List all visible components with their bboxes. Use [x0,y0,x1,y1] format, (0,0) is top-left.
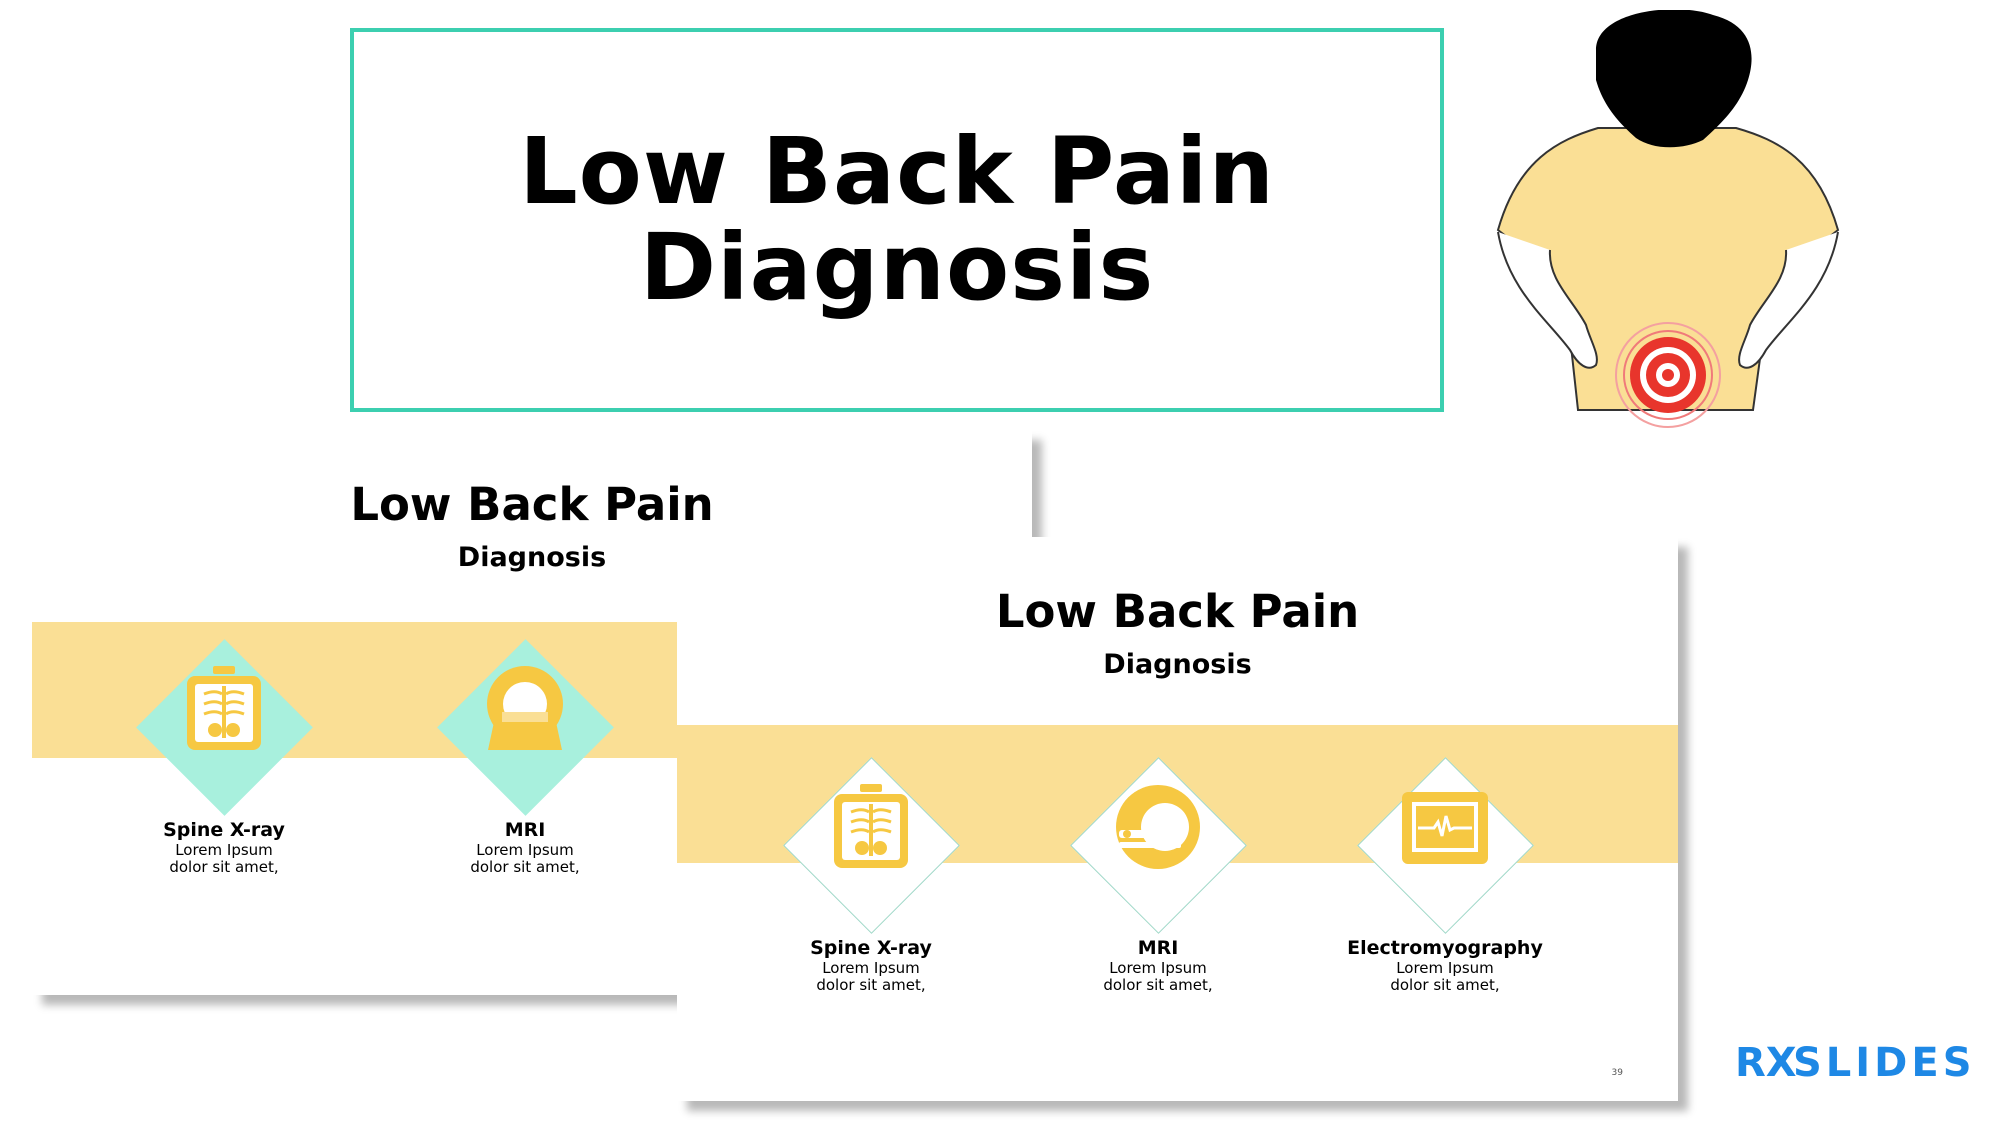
emg-monitor-icon [1402,792,1488,864]
item-desc-line2: dolor sit amet, [1390,976,1500,994]
item-desc-line2: dolor sit amet, [470,858,580,876]
mri-icon [487,666,563,750]
main-title-line1: Low Back Pain [519,118,1275,225]
slide-subtitle: Diagnosis [457,542,607,573]
mri-icon [1116,785,1200,869]
diagnosis-item-spine-xray: Spine X-ray Lorem Ipsum dolor sit amet, [731,757,1011,994]
item-label: Electromyography [1347,937,1543,959]
diagnosis-item-mri: MRI Lorem Ipsum dolor sit amet, [385,639,665,876]
item-desc-line1: Lorem Ipsum [175,841,273,859]
item-desc-line2: dolor sit amet, [169,858,279,876]
slide-title: Low Back Pain [995,585,1360,638]
item-label: Spine X-ray [810,937,932,959]
main-title-line2: Diagnosis [639,214,1155,321]
item-desc-line1: Lorem Ipsum [476,841,574,859]
slide-subtitle: Diagnosis [1103,649,1252,680]
pain-target-icon [1615,322,1721,428]
rxslides-logo: RX SLIDES [1735,1040,1976,1086]
item-label: MRI [1137,937,1179,959]
brand-name: SLIDES [1793,1040,1976,1086]
xray-icon [834,784,908,868]
item-label: Spine X-ray [163,819,285,841]
title-box: Low Back Pain Diagnosis [350,28,1444,412]
item-desc-line1: Lorem Ipsum [1396,959,1494,977]
xray-icon [187,666,261,750]
item-label: MRI [504,819,546,841]
item-desc-line2: dolor sit amet, [1103,976,1213,994]
diagnosis-item-mri: MRI Lorem Ipsum dolor sit amet, [1018,757,1298,994]
diagnosis-item-spine-xray: Spine X-ray Lorem Ipsum dolor sit amet, [84,639,364,876]
slide-preview-front: Low Back Pain Diagnosis Spine X-ray Lore… [677,537,1678,1101]
brand-prefix: RX [1735,1040,1797,1086]
slide-title: Low Back Pain [350,478,714,531]
back-pain-person-illustration [1496,10,1840,428]
diagnosis-item-electromyography: Electromyography Lorem Ipsum dolor sit a… [1305,757,1585,994]
item-desc-line2: dolor sit amet, [816,976,926,994]
item-desc-line1: Lorem Ipsum [1109,959,1207,977]
item-desc-line1: Lorem Ipsum [822,959,920,977]
page-number: 39 [1611,1068,1623,1078]
